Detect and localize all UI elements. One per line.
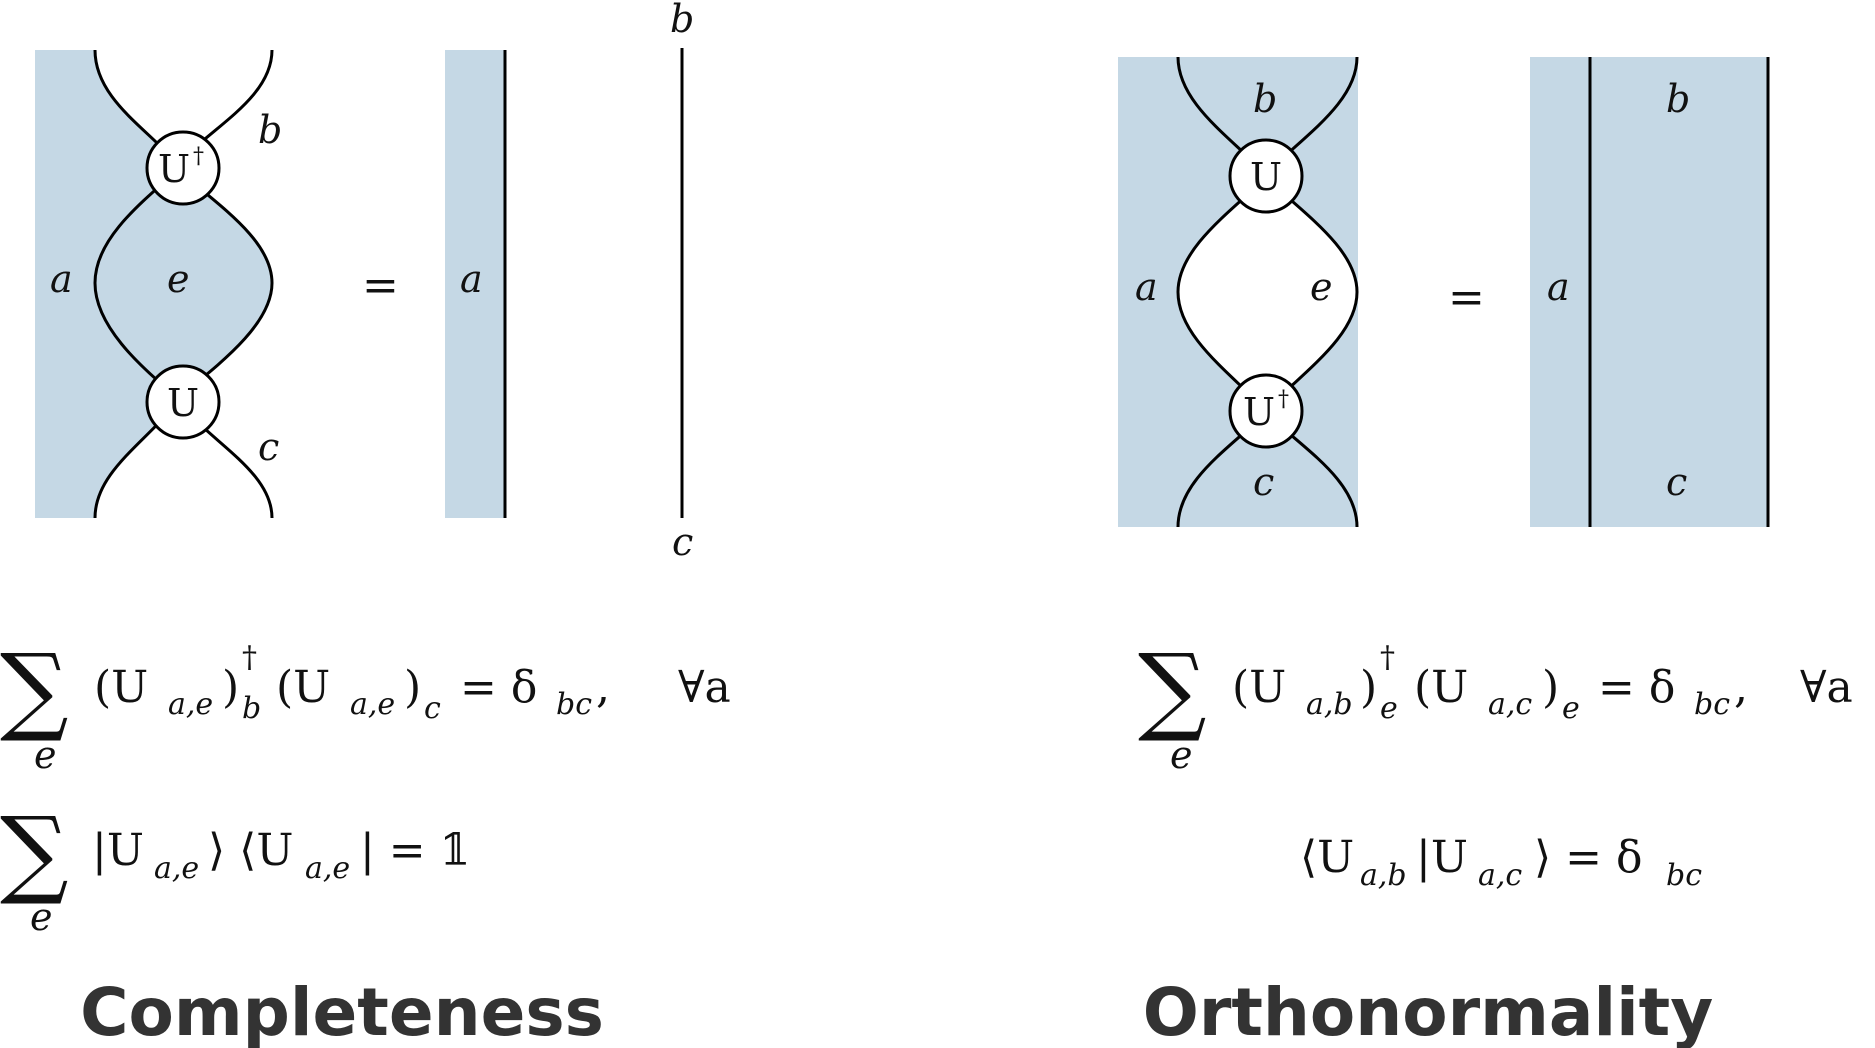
orthonormality-eq1-sum: ∑ (1138, 633, 1207, 745)
orthonormality-eq1-dagger: † (1380, 640, 1395, 675)
completeness-diagram: U † U a e b c = a b c (35, 0, 694, 564)
completeness-node-u-label: U (167, 381, 199, 425)
completeness-label-b: b (258, 108, 282, 152)
completeness-eq2-sum: ∑ (0, 796, 69, 908)
completeness-node-udagger-dagger: † (193, 144, 204, 169)
orthonormality-node-udagger-dagger: † (1278, 387, 1289, 412)
completeness-right-label-a: a (460, 257, 483, 301)
orthonormality-node-u-label: U (1250, 155, 1282, 199)
orthonormality-eq2-sub2: a,c (1478, 858, 1522, 893)
completeness-node-udagger-label: U (158, 147, 190, 191)
completeness-title: Completeness (80, 974, 604, 1048)
completeness-left-shade (35, 50, 178, 518)
orthonormality-diagram: U U † b c a e = a b c (1118, 56, 1770, 528)
orthonormality-right-label-b: b (1666, 77, 1690, 121)
orthonormality-eq1-sub1: a,b (1306, 687, 1353, 722)
completeness-eq1-sub1: a,e (168, 687, 213, 722)
orthonormality-eq2-sub1: a,b (1360, 858, 1407, 893)
orthonormality-equals: = (1448, 272, 1485, 323)
completeness-eq2-ket-close: ⟩ ⟨U (208, 825, 293, 876)
completeness-eq1-sub2: a,e (350, 687, 395, 722)
completeness-eq1-idx2: c (424, 691, 441, 726)
orthonormality-eq2-mid: |U (1416, 832, 1468, 883)
orthonormality-title: Orthonormality (1143, 974, 1714, 1048)
orthonormality-label-c: c (1253, 460, 1274, 504)
completeness-equation-1: ∑ e (U a,e ) † b (U a,e ) c = δ bc , ∀a (0, 633, 731, 777)
completeness-node-u (145, 364, 221, 440)
completeness-line-label-b: b (670, 0, 694, 41)
orthonormality-equation-2: ⟨U a,b |U a,c ⟩ = δ bc (1300, 832, 1702, 893)
orthonormality-eq1-close1: ) (1360, 662, 1377, 713)
completeness-eq2-sum-sub: e (30, 895, 53, 939)
orthonormality-eq1-close2: ) (1542, 662, 1559, 713)
completeness-label-e: e (167, 257, 190, 301)
orthonormality-right-label-c: c (1666, 460, 1687, 504)
completeness-label-c: c (258, 425, 279, 469)
completeness-node-udagger (145, 130, 221, 206)
completeness-eq1-sum-sub: e (34, 733, 57, 777)
orthonormality-eq1-idx1: e (1380, 691, 1398, 726)
orthonormality-eq2-lhs: ⟨U (1300, 832, 1354, 883)
orthonormality-inner-white (1178, 178, 1357, 410)
completeness-eq2-ket-sub: a,e (154, 851, 199, 886)
completeness-inner-shade (95, 170, 272, 398)
orthonormality-eq1-idx2: e (1562, 691, 1580, 726)
completeness-eq1-dagger: † (242, 640, 257, 675)
completeness-eq1-rhs-sub: bc (556, 687, 592, 722)
orthonormality-label-e: e (1310, 265, 1333, 309)
completeness-eq1-comma: , (596, 662, 610, 713)
completeness-right-shade (445, 50, 505, 518)
orthonormality-right-shade (1530, 57, 1768, 527)
completeness-eq2-bra-close: | = 𝟙 (360, 825, 470, 876)
orthonormality-eq2-rhs-sub: bc (1666, 858, 1702, 893)
completeness-equals: = (362, 260, 399, 311)
orthonormality-label-b: b (1253, 77, 1277, 121)
orthonormality-eq1-forall: ∀a (1800, 662, 1853, 713)
completeness-eq1-open2: (U (276, 662, 330, 713)
completeness-eq1-idx1: b (242, 691, 261, 726)
orthonormality-equation-1: ∑ e (U a,b ) † e (U a,c ) e = δ bc , ∀a (1138, 633, 1853, 777)
orthonormality-eq1-rhs-sub: bc (1694, 687, 1730, 722)
orthonormality-eq1-open2: (U (1414, 662, 1468, 713)
orthonormality-eq1-rhs: = δ (1598, 662, 1675, 713)
completeness-line-label-c: c (672, 520, 693, 564)
completeness-label-a: a (50, 257, 73, 301)
completeness-eq2-ket: |U (92, 825, 144, 876)
completeness-eq1-rhs: = δ (460, 662, 537, 713)
completeness-eq1-close1: ) (222, 662, 239, 713)
orthonormality-eq2-close: ⟩ = δ (1534, 832, 1643, 883)
orthonormality-node-udagger (1228, 373, 1304, 449)
orthonormality-label-a: a (1135, 265, 1158, 309)
orthonormality-right-label-a: a (1547, 265, 1570, 309)
orthonormality-eq1-sub2: a,c (1488, 687, 1532, 722)
completeness-eq1-forall: ∀a (678, 662, 731, 713)
completeness-equation-2: ∑ e |U a,e ⟩ ⟨U a,e | = 𝟙 (0, 796, 470, 939)
orthonormality-eq1-body: (U (1232, 662, 1286, 713)
completeness-eq1-sum: ∑ (0, 633, 69, 745)
completeness-eq2-bra-sub: a,e (305, 851, 350, 886)
completeness-eq1-body: (U (94, 662, 148, 713)
orthonormality-eq1-comma: , (1734, 662, 1748, 713)
orthonormality-node-udagger-label: U (1243, 390, 1275, 434)
completeness-eq1-close2: ) (404, 662, 421, 713)
orthonormality-node-u (1228, 138, 1304, 214)
orthonormality-eq1-sum-sub: e (1170, 733, 1193, 777)
